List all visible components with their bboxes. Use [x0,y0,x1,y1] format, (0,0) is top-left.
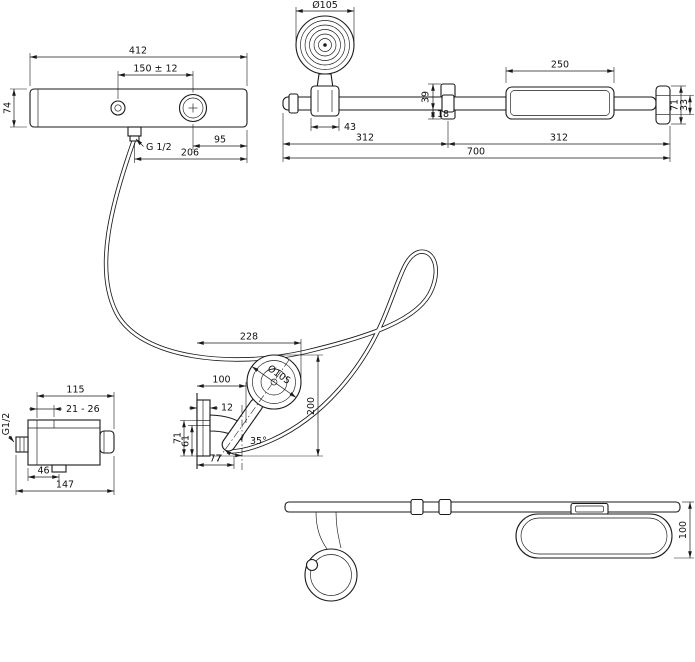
showerhead-center [323,43,327,47]
bracket-top [410,498,424,516]
dim-overall-height: 200 [306,397,317,415]
dim-overall-depth-side: 147 [56,480,74,491]
dim-holder-height: 71 [173,432,184,444]
holder-knob-top [305,558,319,572]
dim-knob-to-end: 95 [214,135,226,146]
bottom-outlet [51,464,67,473]
dim-wall-adjust: 21 - 26 [66,404,100,415]
dim-head-diameter: Ø105 [312,0,338,11]
thermostat-knob [178,93,208,123]
dim-overall-depth: 228 [240,332,258,343]
holder-arm-top [335,511,342,549]
handshower-head-top [304,548,358,602]
dim-line [251,366,297,398]
dim-bracket-height: 39 [421,91,432,103]
dim-bar-section: 18 [437,109,449,120]
shelf-front [505,86,615,120]
dish-clamp-inner [575,505,604,513]
dim-outlet-to-end: 206 [181,148,199,159]
shower-holder [310,85,340,117]
hose-outlet-nut [129,135,140,142]
knob-side [99,430,115,454]
select-button [110,100,126,116]
mixer-body [29,88,248,128]
dim-body-depth: 115 [66,385,84,396]
bar-top-view [284,501,681,513]
end-flange [655,85,671,125]
showerhead-ring [300,20,350,70]
holder-unit-view: 228 100 12 Ø105 200 71 61 35° 77 [173,332,323,470]
soap-dish [515,513,673,559]
mixer-side-body [27,419,101,466]
dim-connection-spacing: 150 ± 12 [133,64,177,75]
hose-inner [104,139,438,453]
dim-lower-height: 61 [181,435,192,447]
holder-arm-top [315,511,328,550]
dim-overall-length: 700 [467,147,485,158]
bracket-top [438,498,452,516]
shelf-front-inner [510,90,610,116]
dim-plate-offset: 12 [221,403,233,414]
showerhead-ring [309,29,341,61]
bracket-clip [441,94,455,113]
dim-shelf-length: 250 [551,60,569,71]
showerhead-ring [318,38,332,52]
mixer-side-view: 115 21 - 26 G1/2 46 147 [1,385,115,495]
leader-line [135,138,144,147]
soap-dish-inner [520,517,668,555]
holder-plate [196,399,211,457]
dim-holder-depth: 100 [212,375,230,386]
shelf-top-view: 100 [284,498,694,602]
shower-hose [103,139,438,454]
label-outlet-thread: G 1/2 [146,142,172,153]
label-inlet-thread: G1/2 [1,413,12,436]
mixer-front-view: 412 150 ± 12 74 G 1/2 95 206 [3,46,248,163]
inlet-fitting [15,436,29,453]
dim-shelf-depth: 100 [678,521,689,539]
showerhead-ring [304,24,346,66]
angle-arc [224,449,243,458]
dim-tilt-angle: 35° [250,436,267,447]
dim-end-height: 71 [670,99,681,111]
leader-line [8,435,15,443]
handshower-head-top-ring [310,554,352,596]
slide-bar-view: Ø105 43 39 18 250 71 33 312 [282,0,694,162]
dim-holder-width: 43 [344,122,356,133]
dim-end-section: 33 [679,99,690,111]
dim-outlet-offset: 46 [37,466,49,477]
dim-mixer-total-width: 412 [129,46,147,57]
showerhead-ring [313,33,337,57]
select-button-inner [114,104,122,112]
dish-clamp [570,502,609,516]
hose-outlet [127,126,142,137]
dim-right-spacing: 312 [550,133,568,144]
dim-base-depth: 77 [209,454,221,465]
dim-left-spacing: 312 [356,133,374,144]
thermostat-knob-inner [182,97,204,119]
dim-mixer-height: 74 [3,102,14,114]
left-bracket [288,93,299,114]
